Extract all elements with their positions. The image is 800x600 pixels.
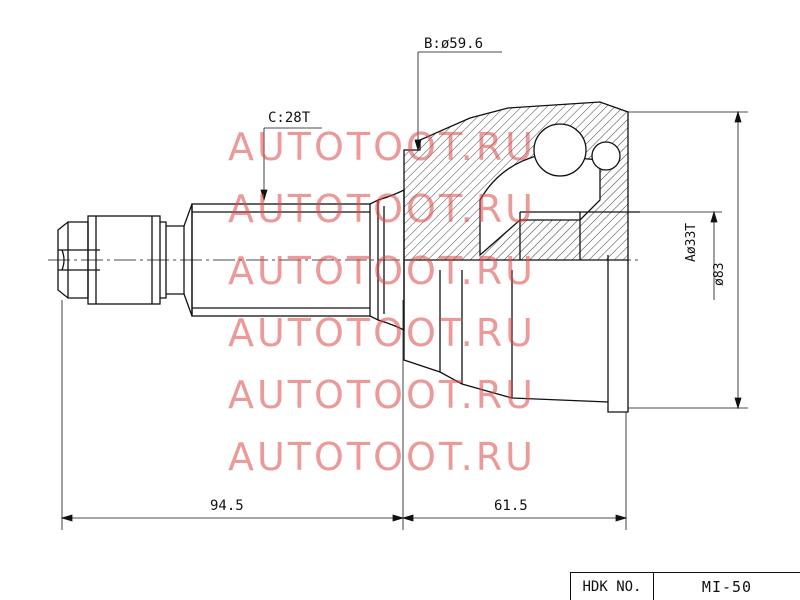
watermark-text-5: AUTOTOOT.RU (228, 373, 536, 417)
watermark-text-2: AUTOTOOT.RU (228, 187, 536, 231)
watermark-text-3: AUTOTOOT.RU (228, 249, 536, 293)
watermark-text-1: AUTOTOOT.RU (228, 125, 536, 169)
spline-shaft (191, 188, 405, 332)
part-number: MI-50 (701, 577, 753, 596)
outer-race-body (403, 101, 640, 413)
dimension-lines (60, 51, 748, 530)
watermark-text-4: AUTOTOOT.RU (228, 311, 536, 355)
outer-diameter-label: ø83 (712, 262, 727, 286)
b-diameter-label: B:ø59.6 (424, 36, 484, 52)
title-block-label: HDK NO. (571, 573, 654, 600)
a-spline-label: Aø33T (684, 222, 699, 262)
body-length-label: 61.5 (494, 498, 528, 514)
shaft-length-label: 94.5 (210, 498, 244, 514)
title-block: HDK NO. MI-50 (570, 572, 800, 600)
threaded-section (87, 215, 167, 305)
watermark-text-6: AUTOTOOT.RU (228, 435, 536, 479)
c-spline-label: C:28T (268, 110, 311, 126)
